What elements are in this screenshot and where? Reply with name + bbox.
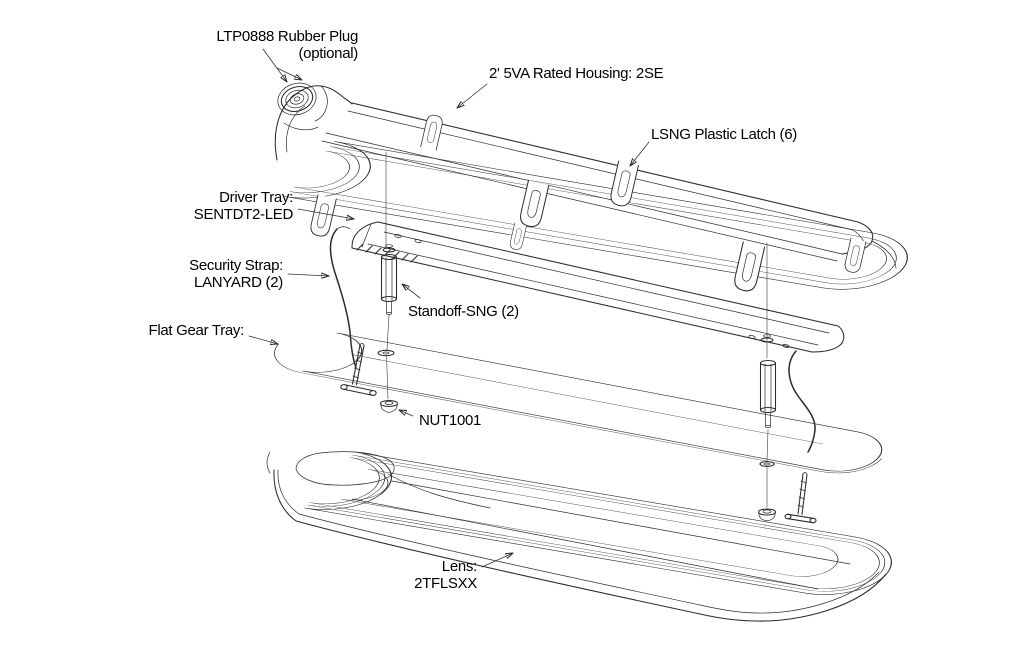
rubber-plug	[277, 82, 317, 116]
leader-housing	[457, 83, 488, 108]
flange-hatching	[356, 243, 418, 263]
label-rubber-plug-line2: (optional)	[298, 45, 358, 62]
leader-rubber-plug-2	[276, 67, 302, 80]
label-lens-line2: 2TFLSXX	[414, 575, 477, 592]
lanyard-right	[788, 350, 816, 453]
latch-front-2	[508, 222, 527, 252]
t-bolt-right	[784, 472, 817, 524]
latch-back-1	[420, 113, 445, 151]
washer-right	[759, 461, 775, 467]
leader-rubber-plug	[262, 48, 287, 82]
label-housing: 2' 5VA Rated Housing: 2SE	[489, 65, 664, 82]
label-gear-tray: Flat Gear Tray:	[148, 322, 244, 339]
t-bolt-left	[340, 343, 377, 396]
label-lens-line1: Lens:	[442, 558, 477, 575]
label-security-strap-line2: LANYARD (2)	[194, 274, 283, 291]
nut-right	[757, 508, 777, 522]
leader-lens	[481, 553, 513, 568]
latch-front-3	[732, 241, 766, 294]
label-nut: NUT1001	[419, 412, 481, 429]
label-driver-tray-line1: Driver Tray:	[219, 189, 293, 206]
leader-gear-tray	[248, 335, 278, 344]
label-standoff: Standoff-SNG (2)	[408, 303, 519, 320]
alignment-lines	[385, 151, 769, 462]
labels: LTP0888 Rubber Plug (optional) 2' 5VA Ra…	[148, 28, 797, 592]
washer-left	[377, 349, 395, 357]
leader-driver-tray	[297, 208, 354, 219]
leader-standoff	[402, 284, 421, 299]
standoff-left	[380, 253, 398, 315]
leader-nut	[399, 410, 414, 417]
latch-front-4	[843, 237, 867, 275]
gear-tray	[274, 332, 883, 474]
housing-body	[274, 82, 908, 294]
lens	[266, 451, 892, 622]
latch-back-3	[608, 160, 639, 209]
leader-lines	[248, 48, 650, 568]
standoff-right	[759, 359, 777, 428]
label-driver-tray-line2: SENTDT2-LED	[194, 206, 294, 223]
nut-left	[379, 399, 399, 413]
label-rubber-plug-line1: LTP0888 Rubber Plug	[216, 28, 358, 45]
label-security-strap-line1: Security Strap:	[189, 257, 283, 274]
leader-latch	[630, 141, 650, 166]
driver-tray	[351, 221, 845, 353]
housing-rim	[284, 141, 908, 290]
hardware	[340, 343, 817, 524]
label-latch: LSNG Plastic Latch (6)	[651, 126, 797, 143]
lanyard-left	[329, 226, 357, 369]
leader-security-strap	[287, 274, 329, 276]
